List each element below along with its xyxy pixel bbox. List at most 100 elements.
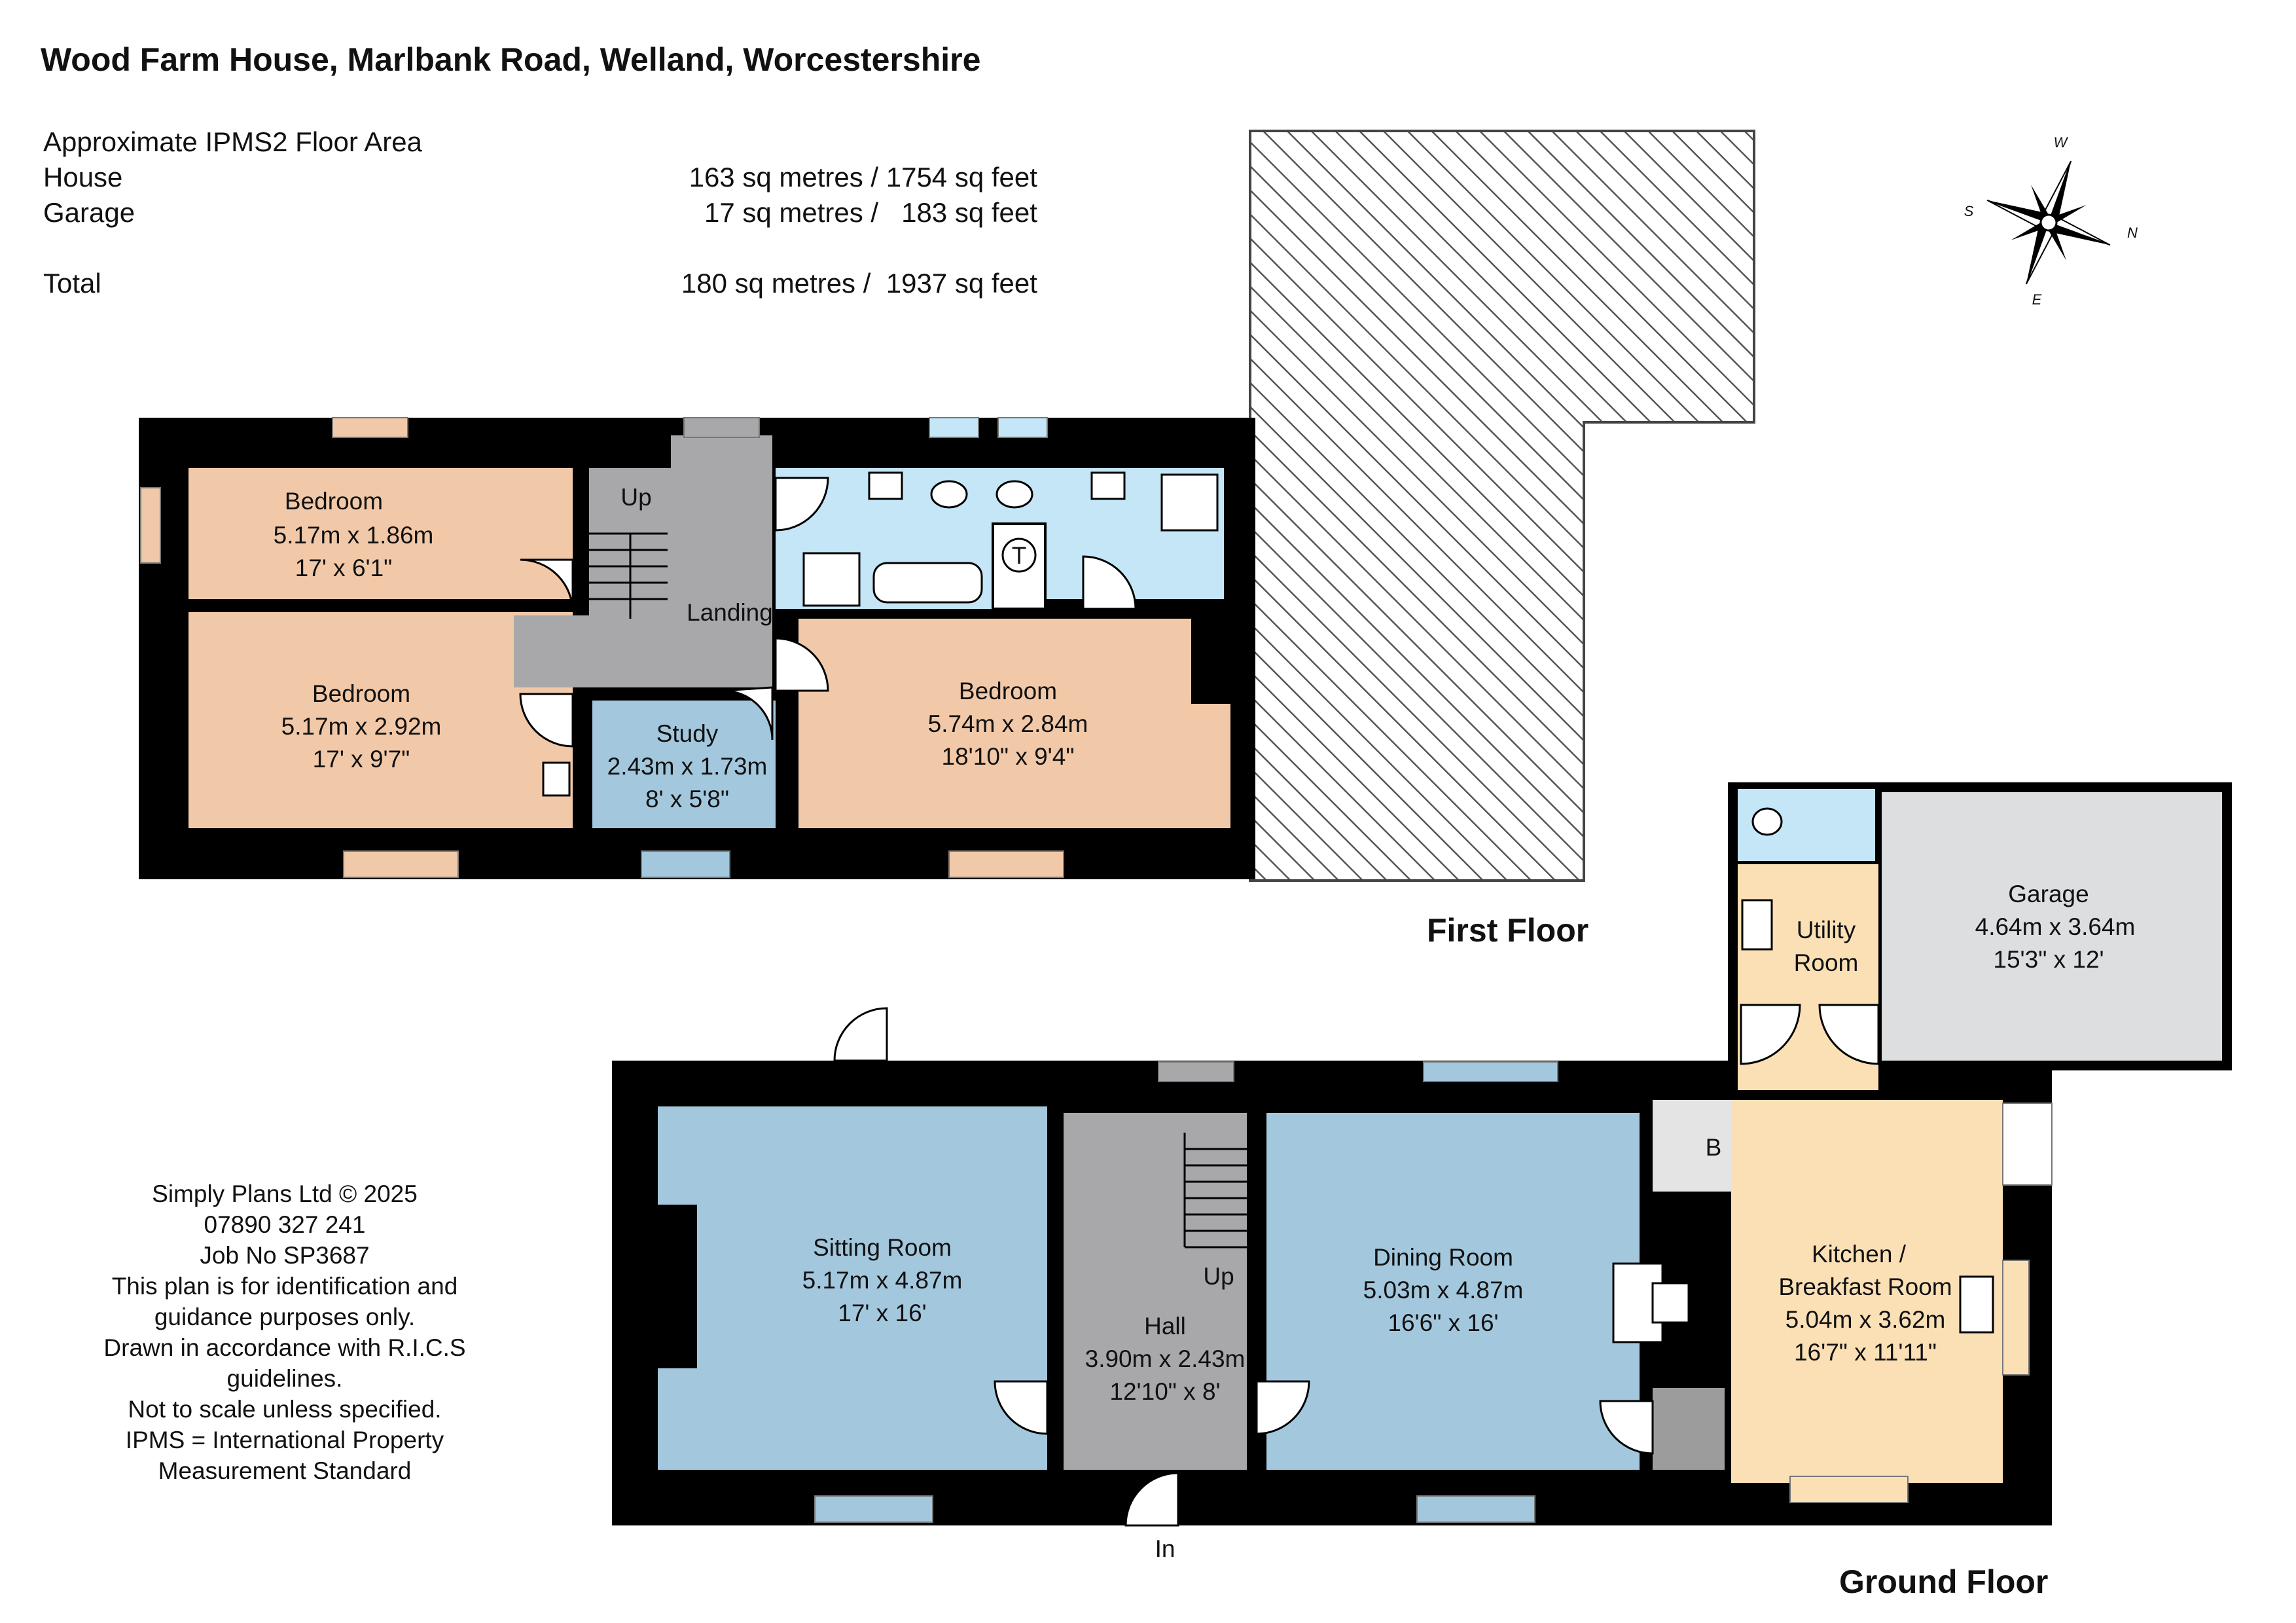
compass-w-label: W: [2054, 134, 2069, 151]
first-floor-label: First Floor: [1427, 912, 1588, 949]
room-imperial: 17' x 16': [838, 1300, 927, 1326]
area-value: 163 sq metres / 1754 sq feet: [689, 162, 1037, 192]
shower-icon: [1160, 473, 1219, 532]
area-label: Garage: [43, 197, 135, 228]
toilet-icon: [1751, 807, 1783, 836]
window: [997, 417, 1048, 438]
bedroom-2-floor: [188, 612, 573, 828]
room-metric: 5.04m x 3.62m: [1785, 1306, 1946, 1333]
stair-up-label: Up: [1203, 1263, 1234, 1290]
stair-treads: [589, 532, 668, 619]
area-label: House: [43, 162, 123, 192]
room-name: Hall: [1144, 1313, 1186, 1340]
window: [683, 417, 760, 438]
window: [1416, 1495, 1535, 1523]
room-imperial: 16'6" x 16': [1388, 1309, 1498, 1336]
credit-line: This plan is for identification and: [111, 1273, 458, 1300]
room-name: Room: [1794, 949, 1859, 976]
floor-area-table: Approximate IPMS2 Floor Area House 163 sq…: [43, 124, 1037, 301]
room-metric: 5.17m x 2.92m: [281, 713, 442, 740]
bedroom-1-floor: [188, 468, 573, 599]
room-imperial: 8' x 5'8": [645, 786, 729, 812]
entrance-label: In: [1155, 1535, 1175, 1562]
credit-line: 07890 327 241: [204, 1211, 366, 1238]
room-metric: 5.03m x 4.87m: [1363, 1277, 1524, 1304]
basin-icon: [542, 761, 571, 797]
room-name: Breakfast Room: [1778, 1273, 1952, 1300]
room-name: Sitting Room: [813, 1234, 952, 1261]
room-imperial: 16'7" x 11'11": [1794, 1339, 1937, 1366]
room-name: Kitchen /: [1812, 1241, 1907, 1267]
window: [140, 487, 161, 564]
area-value: 180 sq metres / 1937 sq feet: [681, 268, 1037, 299]
credit-line: guidance purposes only.: [154, 1304, 416, 1330]
stove-icon: [1651, 1282, 1690, 1324]
area-label: Total: [43, 268, 101, 299]
page-title: Wood Farm House, Marlbank Road, Welland,…: [41, 41, 981, 78]
room-name: Dining Room: [1373, 1244, 1513, 1271]
window: [814, 1495, 933, 1523]
room-metric: 3.90m x 2.43m: [1085, 1345, 1246, 1372]
credit-line: Not to scale unless specified.: [128, 1396, 442, 1423]
window: [332, 417, 408, 438]
room-imperial: 17' x 9'7": [313, 746, 410, 773]
hall-floor: [1064, 1113, 1247, 1470]
bedroom-3-floor: [798, 619, 1230, 828]
bath-icon: [872, 562, 983, 604]
room-name: Bedroom: [959, 678, 1057, 704]
area-row-total: Total 180 sq metres / 1937 sq feet: [43, 266, 1037, 301]
room-imperial: 18'10" x 9'4": [942, 743, 1075, 770]
room-metric: 5.17m x 1.86m: [274, 522, 434, 549]
credit-line: Measurement Standard: [158, 1457, 412, 1484]
credit-line: Job No SP3687: [200, 1242, 370, 1269]
window: [929, 417, 979, 438]
roof-area: [1249, 130, 1755, 882]
room-imperial: 12'10" x 8': [1109, 1378, 1220, 1405]
window: [641, 850, 730, 878]
floor-area-heading: Approximate IPMS2 Floor Area: [43, 126, 422, 157]
window: [343, 850, 459, 878]
window: [1158, 1061, 1234, 1082]
credit-line: guidelines.: [226, 1365, 343, 1392]
compass-n-label: N: [2127, 225, 2138, 241]
ground-floor: [612, 782, 2232, 1527]
credits-block: Simply Plans Ltd © 2025 07890 327 241 Jo…: [65, 1178, 504, 1486]
toilet-icon: [930, 480, 968, 509]
cylinder-icon: [1001, 538, 1037, 573]
compass-s-label: S: [1964, 203, 1974, 219]
room-name: Bedroom: [312, 680, 410, 707]
room-imperial: 15'3" x 12': [1993, 946, 2104, 973]
door-swings: [519, 477, 1137, 748]
compass-e-label: E: [2032, 291, 2042, 308]
stair-treads: [1183, 1133, 1247, 1249]
room-metric: 5.74m x 2.84m: [928, 710, 1088, 737]
cylinder-label: T: [1012, 542, 1027, 569]
first-floor: [139, 417, 1255, 879]
room-metric: 5.17m x 4.87m: [802, 1267, 963, 1294]
room-name: Landing: [687, 599, 773, 626]
window: [1423, 1061, 1558, 1082]
kitchen-floor: [1731, 1100, 2003, 1483]
room-imperial: 17' x 6'1": [295, 555, 393, 581]
hall-cupboard: [1653, 1388, 1725, 1470]
window: [1789, 1476, 1909, 1503]
area-value: 17 sq metres / 183 sq feet: [704, 197, 1037, 228]
compass-rose-icon: [1986, 160, 2111, 285]
fireplace: [658, 1205, 697, 1368]
basin-icon: [1090, 471, 1126, 500]
study-floor: [592, 701, 776, 828]
credit-line: IPMS = International Property: [125, 1427, 444, 1453]
room-name: Study: [656, 720, 719, 747]
area-row-garage: Garage 17 sq metres / 183 sq feet: [43, 195, 1037, 230]
room-metric: 2.43m x 1.73m: [607, 753, 768, 780]
credit-line: Simply Plans Ltd © 2025: [152, 1180, 418, 1207]
door-swings: [833, 1004, 1880, 1527]
room-labels: Bedroom 5.17m x 1.86m 17' x 6'1" Bedroom…: [274, 484, 2136, 1562]
window: [948, 850, 1064, 878]
window: [2002, 1260, 2030, 1376]
chimney-breast: [1191, 602, 1234, 704]
sitting-room-floor: [658, 1106, 1047, 1470]
landing-floor: [514, 615, 772, 687]
toilet-icon: [996, 480, 1033, 509]
